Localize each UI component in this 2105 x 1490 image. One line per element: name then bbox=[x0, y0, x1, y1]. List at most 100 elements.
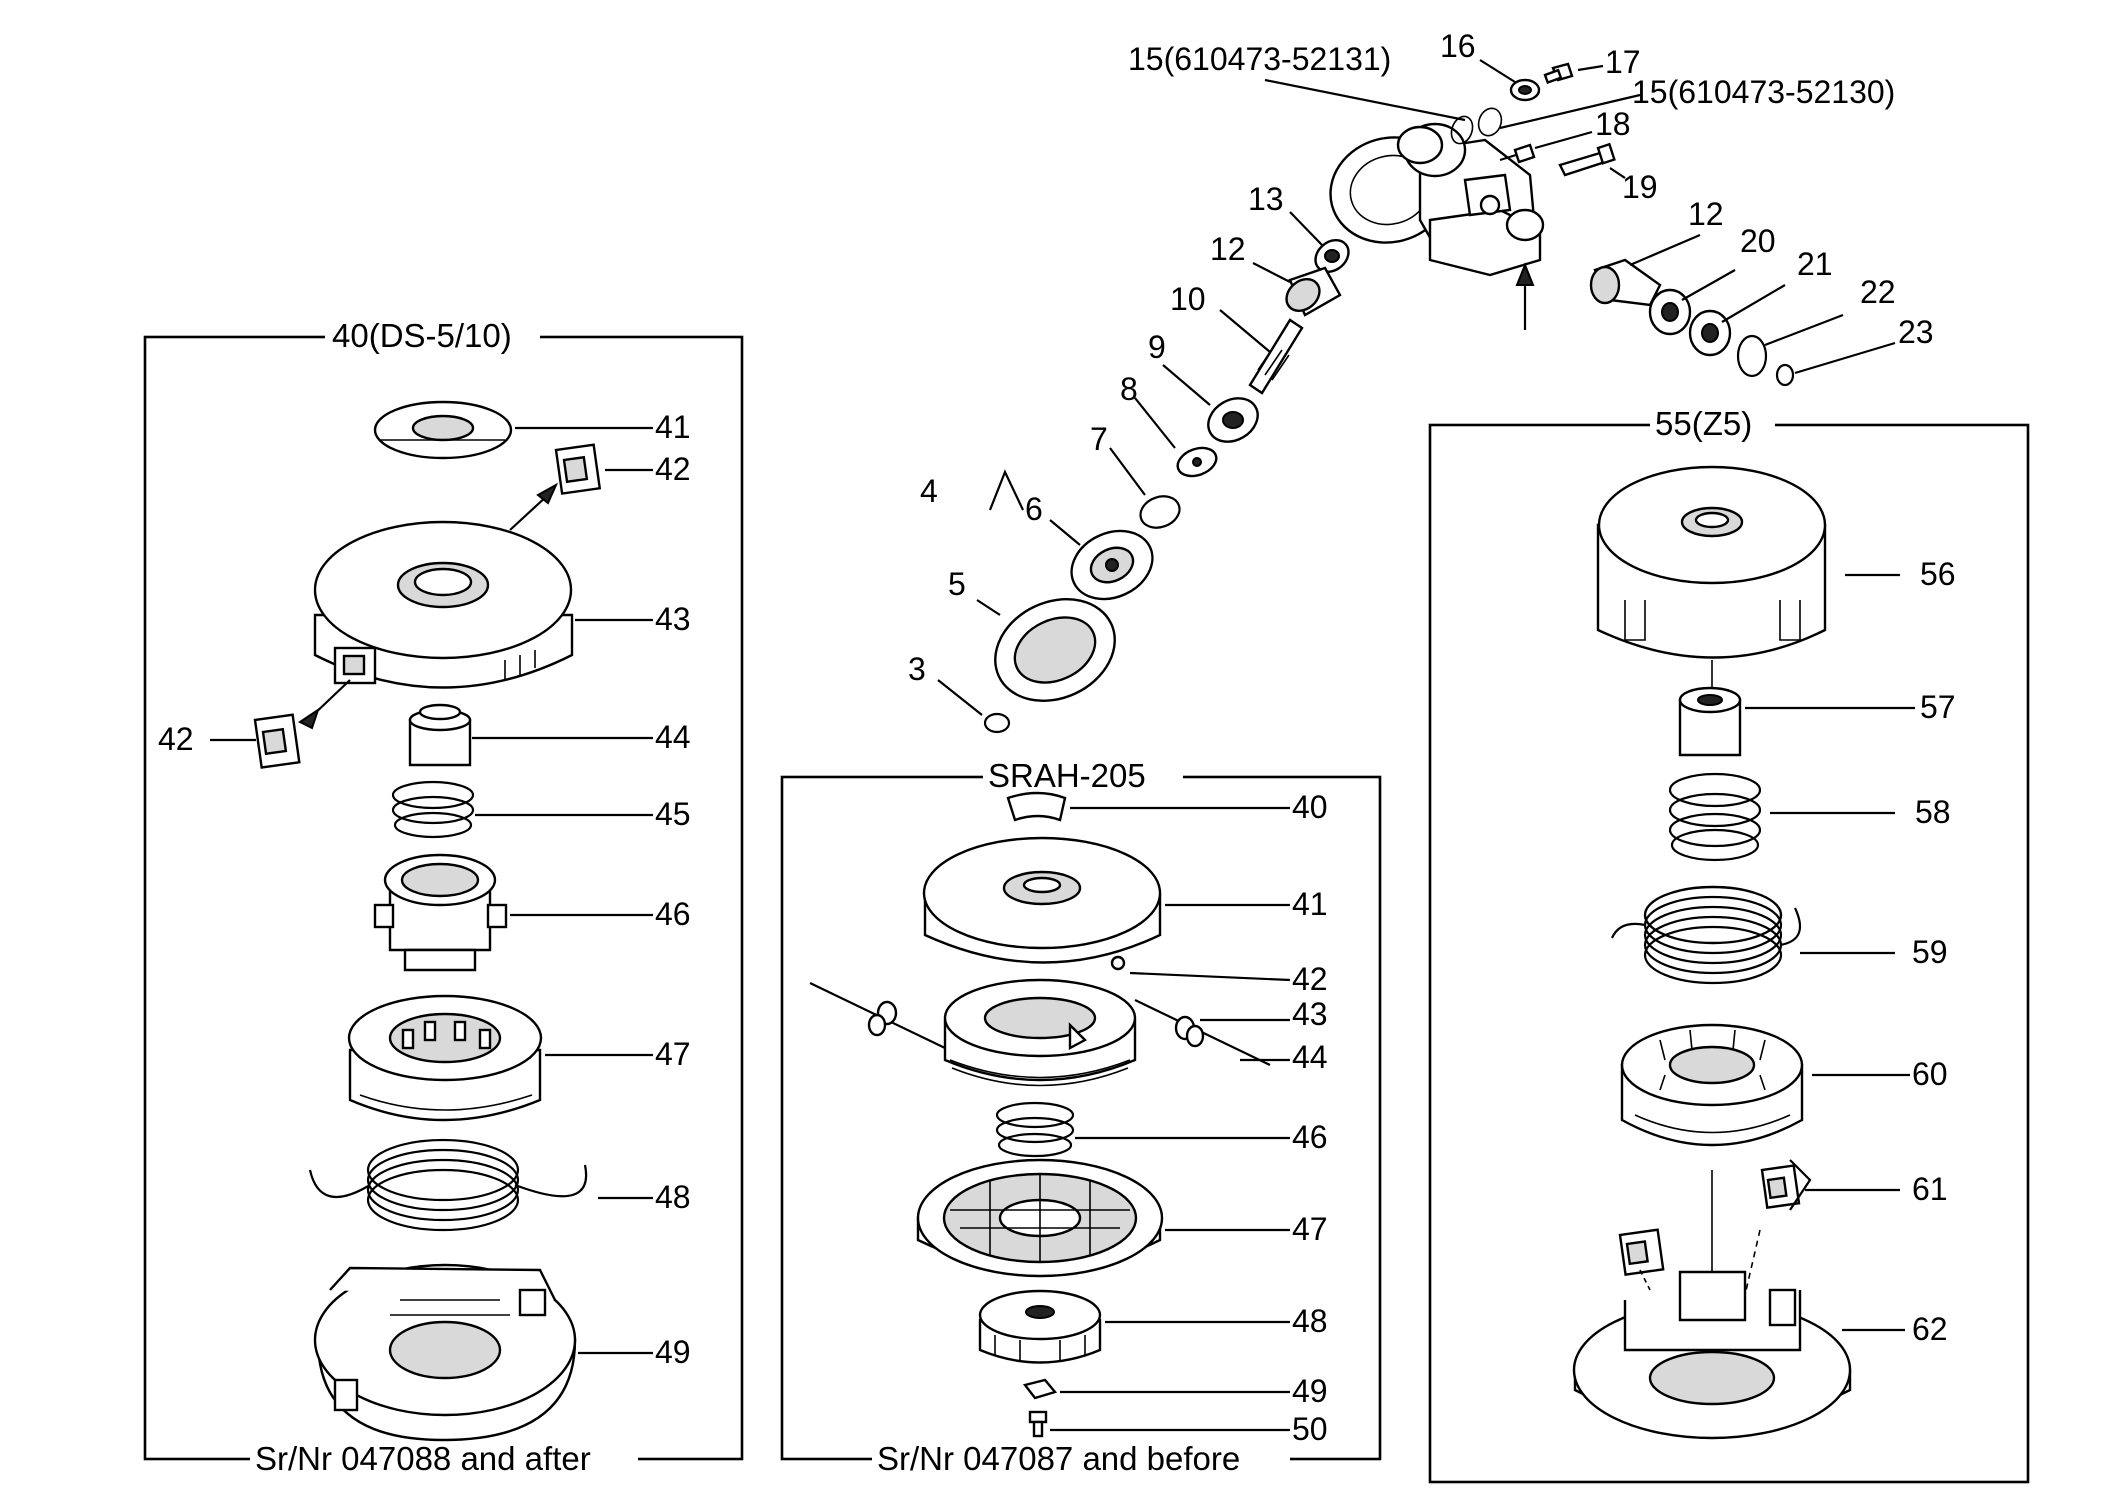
part-22-circlip bbox=[1736, 334, 1768, 378]
ds-label-49: 49 bbox=[655, 1334, 691, 1370]
srah-part-48-knob bbox=[978, 1289, 1102, 1364]
part-9-bearing bbox=[1207, 397, 1259, 443]
ds-label-42-top: 42 bbox=[655, 451, 691, 487]
part-16-washer bbox=[1509, 78, 1541, 102]
label-15a: 15(610473-52131) bbox=[1128, 41, 1391, 77]
z5-label-62: 62 bbox=[1912, 1311, 1948, 1347]
part-19-bolt bbox=[1558, 142, 1616, 177]
srah-label-46: 46 bbox=[1292, 1119, 1328, 1155]
srah-box-footer: Sr/Nr 047087 and before bbox=[877, 1440, 1240, 1477]
label-22: 22 bbox=[1860, 274, 1896, 310]
srah-label-42: 42 bbox=[1292, 961, 1328, 997]
z5-part-61-eyelet bbox=[1744, 1164, 1801, 1296]
gearhead-labels: 15(610473-52131) 16 17 15(610473-52130) … bbox=[908, 28, 1934, 687]
label-13: 13 bbox=[1248, 181, 1284, 217]
ds-box-footer: Sr/Nr 047088 and after bbox=[255, 1440, 591, 1477]
part-15a-oring bbox=[1450, 115, 1474, 145]
srah-205-trimmer-head-box: SRAH-205 Sr/Nr 047087 and before bbox=[780, 757, 1382, 1478]
ds-part-47-spool bbox=[347, 994, 543, 1122]
ds-part-45-spring bbox=[391, 780, 475, 839]
label-16: 16 bbox=[1440, 28, 1476, 64]
srah-part-40-cap bbox=[1006, 791, 1067, 822]
z5-label-61: 61 bbox=[1912, 1171, 1948, 1207]
z5-trimmer-head-box: 55(Z5) bbox=[1428, 405, 2030, 1484]
label-19: 19 bbox=[1622, 169, 1658, 205]
label-18: 18 bbox=[1595, 106, 1631, 142]
ds-box-title: 40(DS-5/10) bbox=[332, 317, 512, 354]
z5-label-56: 56 bbox=[1920, 556, 1956, 592]
label-7: 7 bbox=[1090, 421, 1108, 457]
srah-labels: 40 41 42 43 44 46 47 48 49 50 bbox=[1292, 789, 1328, 1447]
ds-part-41-washer bbox=[373, 400, 513, 460]
z5-leader-lines bbox=[1745, 573, 1915, 1332]
z5-label-57: 57 bbox=[1920, 689, 1956, 725]
z5-label-60: 60 bbox=[1912, 1056, 1948, 1092]
part-6-cup bbox=[1070, 529, 1154, 601]
gear-case bbox=[1329, 122, 1545, 330]
part-12-gear bbox=[1285, 266, 1342, 317]
label-3: 3 bbox=[908, 651, 926, 687]
z5-label-58: 58 bbox=[1915, 794, 1951, 830]
z5-part-57-nut bbox=[1678, 686, 1742, 757]
ds-labels: 41 42 43 42 44 45 46 47 48 49 bbox=[158, 409, 691, 1370]
ds-part-42-eyelet-left bbox=[253, 713, 301, 769]
ds-label-41: 41 bbox=[655, 409, 691, 445]
z5-box-title: 55(Z5) bbox=[1655, 405, 1752, 442]
srah-label-41: 41 bbox=[1292, 886, 1328, 922]
part-15b-clip bbox=[1477, 107, 1503, 137]
ds-part-49-housing bbox=[313, 1263, 577, 1442]
ds-label-45: 45 bbox=[655, 796, 691, 832]
ds-leader-lines bbox=[210, 426, 653, 1355]
srah-part-41-cover bbox=[922, 836, 1162, 971]
z5-part-62-housing bbox=[1572, 1228, 1852, 1440]
part-17-screw bbox=[1543, 62, 1574, 85]
part-10-shaft bbox=[1248, 318, 1304, 395]
ds-part-42-eyelet-top bbox=[554, 443, 602, 495]
ds-510-trimmer-head-box: 40(DS-5/10) Sr/Nr 047088 and after bbox=[143, 317, 744, 1478]
srah-label-50: 50 bbox=[1292, 1411, 1328, 1447]
srah-part-47-base bbox=[916, 1158, 1164, 1278]
label-20: 20 bbox=[1740, 223, 1776, 259]
z5-part-60-spool bbox=[1620, 1023, 1804, 1310]
label-4: 4 bbox=[920, 473, 938, 509]
label-17: 17 bbox=[1605, 44, 1641, 80]
srah-label-47: 47 bbox=[1292, 1211, 1328, 1247]
ds-label-43: 43 bbox=[655, 601, 691, 637]
ds-part-48-line-coil bbox=[308, 1138, 588, 1232]
srah-label-48: 48 bbox=[1292, 1303, 1328, 1339]
srah-part-42-spool bbox=[943, 978, 1137, 1087]
srah-part-43-line bbox=[809, 982, 1271, 1066]
ds-label-42-left: 42 bbox=[158, 721, 194, 757]
srah-label-44: 44 bbox=[1292, 1039, 1328, 1075]
z5-label-59: 59 bbox=[1912, 934, 1948, 970]
label-15b: 15(610473-52130) bbox=[1632, 74, 1895, 110]
srah-part-46-spring bbox=[995, 1101, 1075, 1158]
srah-label-40: 40 bbox=[1292, 789, 1328, 825]
z5-labels: 56 57 58 59 60 61 62 bbox=[1912, 556, 1956, 1347]
label-8: 8 bbox=[1120, 371, 1138, 407]
part-3-ring bbox=[983, 712, 1011, 734]
gearhead-assembly: 15(610473-52131) 16 17 15(610473-52130) … bbox=[908, 28, 1934, 734]
ds-label-44: 44 bbox=[655, 719, 691, 755]
label-5: 5 bbox=[948, 566, 966, 602]
srah-leader-lines bbox=[1050, 806, 1291, 1432]
srah-label-49: 49 bbox=[1292, 1373, 1328, 1409]
z5-part-59-line-coil bbox=[1610, 885, 1802, 985]
label-23: 23 bbox=[1898, 314, 1934, 350]
srah-label-43: 43 bbox=[1292, 996, 1328, 1032]
part-12-pinion bbox=[1589, 258, 1662, 307]
part-21-bearing bbox=[1688, 309, 1732, 357]
label-12a: 12 bbox=[1210, 231, 1246, 267]
label-9: 9 bbox=[1148, 329, 1166, 365]
part-23-ring bbox=[1775, 363, 1795, 387]
part-5-seal bbox=[994, 598, 1116, 702]
ds-part-44-nut bbox=[408, 703, 472, 767]
ds-part-43-cover bbox=[313, 520, 574, 689]
ds-label-46: 46 bbox=[655, 896, 691, 932]
z5-part-56-cover bbox=[1596, 465, 1827, 700]
z5-part-58-spring bbox=[1668, 772, 1762, 862]
srah-box-title: SRAH-205 bbox=[988, 757, 1146, 794]
srah-part-50-bolt bbox=[1028, 1410, 1048, 1438]
ds-label-48: 48 bbox=[655, 1179, 691, 1215]
